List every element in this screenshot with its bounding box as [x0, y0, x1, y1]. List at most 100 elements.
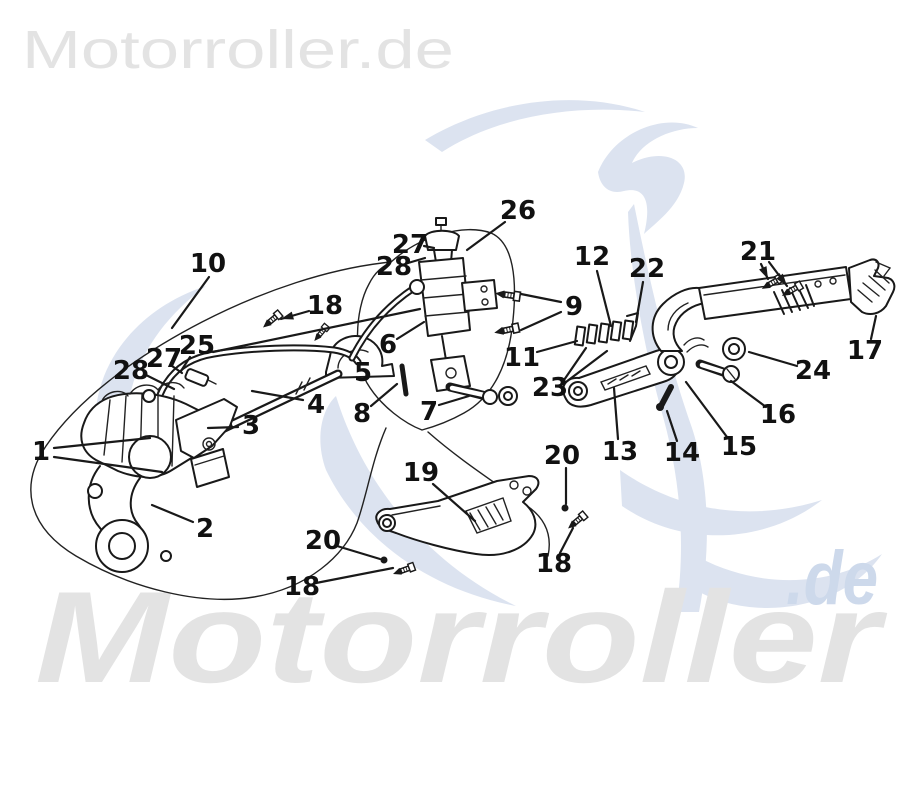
part-number-label: 4 — [307, 390, 325, 420]
callout-28: 28 — [113, 356, 176, 391]
leader-line — [595, 269, 613, 328]
callout-12: 12 — [574, 242, 613, 328]
pin-14 — [658, 384, 674, 409]
leader-line — [406, 256, 427, 265]
part-number-label: 27 — [392, 230, 428, 260]
callout-15: 15 — [684, 380, 757, 462]
screw-18-upper — [259, 309, 284, 332]
callout-4: 4 — [250, 389, 325, 420]
leader-line — [314, 566, 395, 585]
callout-26: 26 — [465, 196, 536, 252]
part-number-label: 5 — [354, 358, 372, 388]
leader-line — [395, 320, 426, 341]
leader-line — [564, 349, 609, 384]
leader-line — [465, 220, 507, 252]
callout-28: 28 — [376, 252, 427, 282]
leader-line — [437, 394, 471, 407]
caliper-mount-plate — [175, 398, 238, 459]
cylinder-banjo — [409, 279, 425, 295]
part-number-label: 22 — [629, 254, 665, 284]
callout-18: 18 — [536, 526, 575, 579]
callout-13: 13 — [602, 386, 638, 467]
callout-19: 19 — [403, 458, 477, 523]
leader-line — [250, 389, 305, 402]
leader-line — [52, 436, 152, 450]
pivot-bolt-16 — [695, 359, 740, 383]
callout-27: 27 — [392, 230, 436, 260]
leader-line — [869, 314, 878, 341]
caliper-piston — [128, 435, 172, 479]
part-number-label: 28 — [376, 252, 412, 282]
return-spring-coil — [773, 284, 815, 315]
leader-arrowhead — [776, 273, 787, 286]
callout-10: 10 — [170, 249, 226, 330]
part-number-label: 11 — [504, 343, 540, 373]
callout-18: 18 — [279, 291, 343, 321]
pushrod-clevis — [430, 355, 471, 392]
leader-line — [170, 275, 211, 330]
part-number-label: 2 — [196, 514, 214, 544]
cylinder-clamp — [461, 279, 498, 312]
brake-pedal-assembly — [498, 258, 896, 411]
watermark-bottom-suffix: .de — [786, 536, 878, 621]
brake-pad — [190, 448, 230, 488]
screw-18-upper-2 — [310, 322, 331, 344]
bolt-9a — [493, 287, 522, 302]
callout-14: 14 — [664, 409, 700, 468]
banjo-bolt-caliper — [184, 368, 217, 387]
part-number-label: 25 — [179, 331, 215, 361]
pedal-upper-arm — [651, 286, 706, 352]
reservoir-cap — [424, 229, 460, 251]
callout-17: 17 — [847, 314, 883, 366]
swoosh-rider-curl — [598, 122, 698, 234]
callout-6: 6 — [379, 320, 426, 360]
pin-8 — [399, 363, 409, 397]
part-number-label: 1 — [32, 437, 50, 467]
master-cylinder-body — [418, 257, 471, 337]
bolt-9b — [492, 322, 521, 338]
part-number-label: 28 — [113, 356, 149, 386]
leader-line — [747, 350, 799, 368]
part-number-label: 20 — [305, 526, 341, 556]
swoosh-center-crescent — [320, 396, 516, 606]
part-number-label: 18 — [536, 549, 572, 579]
callout-27: 27 — [146, 344, 184, 375]
leader-line — [535, 339, 579, 354]
leader-line — [206, 425, 240, 430]
screw-20-right — [561, 504, 569, 512]
pedal-end-bracket — [848, 258, 896, 315]
drawing-layer: 1234567891011121314151617181818192020212… — [30, 196, 896, 602]
part-number-label: 17 — [847, 336, 883, 366]
callout-5: 5 — [354, 358, 372, 388]
swoosh-bottom-right-arc — [696, 554, 882, 608]
leader-line — [422, 244, 436, 250]
swoosh-right-crescent — [620, 470, 822, 536]
clevis-pins — [399, 363, 498, 405]
leader-line — [665, 409, 679, 443]
part-number-label: 7 — [420, 397, 438, 427]
callout-20: 20 — [544, 441, 580, 506]
part-number-label: 13 — [602, 437, 638, 467]
leader-line — [144, 373, 176, 391]
guard-bracket — [375, 475, 540, 556]
part-number-label: 15 — [721, 432, 757, 462]
callout-23: 23 — [532, 346, 609, 403]
part-number-label: 21 — [740, 237, 776, 267]
screw-20-left — [380, 556, 388, 564]
caliper-banjo-fitting — [142, 389, 156, 403]
leader-line — [562, 346, 588, 382]
callout-2: 2 — [150, 503, 214, 544]
part-number-label: 26 — [500, 196, 536, 226]
leader-line — [558, 526, 575, 555]
watermark-top-left: Motorroller.de — [22, 20, 454, 80]
guard-bracket-body — [375, 475, 540, 556]
callout-7: 7 — [420, 394, 471, 427]
leader-line — [52, 455, 164, 474]
bolt-18-bottom-right — [564, 510, 589, 533]
callout-11: 11 — [504, 339, 579, 373]
part-number-label: 23 — [532, 373, 568, 403]
leader-line — [519, 292, 563, 304]
leader-line — [369, 382, 399, 408]
